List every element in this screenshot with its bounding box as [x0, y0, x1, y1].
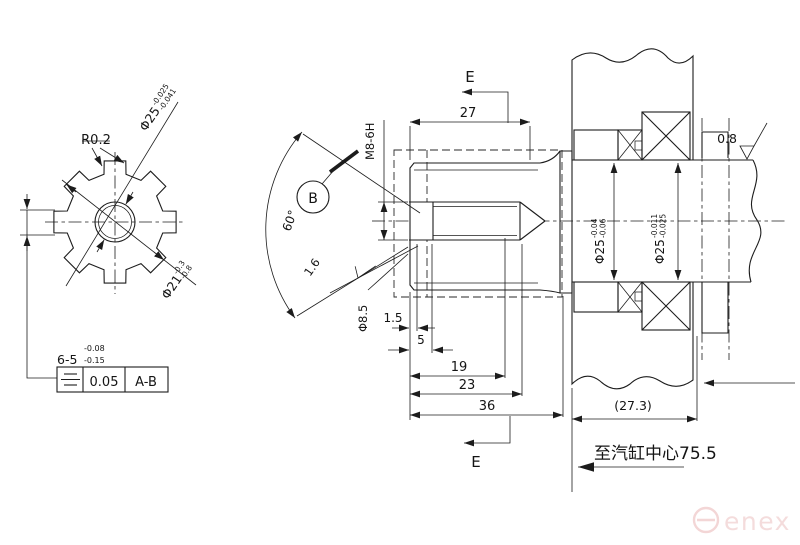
- cam-gear-outline: [53, 160, 177, 284]
- journal2-dia-label: Φ25: [653, 239, 667, 264]
- brand-label: enex: [724, 507, 791, 536]
- section-label-top: E: [465, 68, 474, 86]
- phantom-outline: [393, 149, 563, 298]
- width-dim-label: 6-5 -0.08 -0.15: [57, 344, 105, 367]
- dimension-36: 36: [410, 296, 564, 419]
- dim-19-label: 19: [451, 360, 468, 375]
- angle-callout: 60°: [265, 131, 421, 319]
- shaft-journal: [572, 159, 762, 283]
- tapped-hole: [409, 201, 546, 241]
- watermark: enex: [692, 506, 791, 536]
- dim-1-5-label: 1.5: [383, 311, 402, 325]
- journal1-tol-lower: -0.06: [599, 218, 608, 238]
- brand-logo-icon: [692, 506, 720, 534]
- section-cut-top: E: [462, 68, 509, 123]
- od-dia-label: Φ21 -0.3 -0.8: [158, 259, 194, 302]
- cylinder-center-label: 至汽缸中心75.5: [594, 443, 717, 464]
- journal1-dia-label: Φ25: [593, 239, 607, 264]
- fcf-datum: A-B: [135, 375, 157, 390]
- dimension-19: 19: [410, 238, 506, 380]
- drill-dia-callout: Φ8.5: [356, 253, 409, 332]
- width-tol-upper: -0.08: [84, 344, 105, 353]
- dim-27-label: 27: [460, 106, 477, 121]
- width-dim-value: 6-5: [57, 352, 77, 367]
- crankcase-wall-top: [571, 48, 694, 161]
- oil-seal-top: [573, 129, 643, 161]
- dim-36-label: 36: [479, 399, 496, 414]
- symmetry-symbol-icon: [61, 373, 80, 386]
- surface-roughness-label: 0.8: [717, 131, 737, 146]
- dimension-5: 5: [388, 244, 453, 354]
- dim-5-label: 5: [417, 333, 425, 347]
- radius-label: R0.2: [81, 133, 111, 148]
- thread-spec-label: M8-6H: [363, 123, 377, 160]
- bore-roughness-callout: 1.6: [301, 245, 419, 294]
- section-cut-bottom: E: [464, 416, 511, 471]
- od-dia-leader: [61, 179, 197, 286]
- detail-b-target-edge: [328, 149, 360, 174]
- crankcase-bearing-view: Φ25 -0.04 -0.06 Φ25 -0.011 -0.025 0.8: [571, 48, 795, 492]
- journal2-tol-lower: -0.025: [659, 214, 668, 238]
- fcf-tolerance: 0.05: [90, 375, 119, 390]
- dimension-27: 27: [409, 106, 531, 160]
- spacer-outline: [701, 118, 730, 360]
- drill-dia-label: Φ8.5: [356, 305, 370, 332]
- bore-dia-label: Φ25 -0.025 -0.041: [136, 82, 178, 134]
- bore-roughness-label: 1.6: [301, 256, 323, 279]
- left-end-view: R0.2 Φ25 -0.025 -0.041 Φ21 -0.3 -0.8 6-: [20, 82, 197, 393]
- journal2-dimension: Φ25 -0.011 -0.025: [650, 163, 682, 280]
- journal1-dimension: Φ25 -0.04 -0.06: [590, 163, 618, 280]
- dim-23-label: 23: [459, 378, 476, 393]
- bore-dia-leader: [65, 101, 179, 287]
- crankcase-wall-bottom: [571, 281, 694, 390]
- surface-roughness-callout: 0.8: [717, 122, 768, 160]
- journal2-tol-upper: -0.011: [650, 214, 659, 238]
- shaft-section-view: 60° B M8-6H 1.6: [265, 68, 788, 471]
- detail-label: B: [308, 191, 318, 207]
- ball-bearing-bottom: [634, 281, 691, 331]
- width-dimension: [20, 194, 57, 379]
- detail-b-callout: B: [296, 149, 360, 214]
- roughness-check-icon: [354, 265, 376, 279]
- dimension-23: 23: [410, 244, 523, 398]
- feature-control-frame: 0.05 A-B: [56, 366, 169, 393]
- thread-callout: M8-6H: [363, 120, 408, 241]
- ball-bearing-top: [634, 111, 691, 161]
- break-line: [748, 159, 762, 283]
- fillet-radius-callout: R0.2: [81, 133, 125, 167]
- section-label-bottom: E: [471, 453, 480, 471]
- dimension-1-5: 1.5: [383, 244, 435, 420]
- dimension-27-3: (27.3): [572, 336, 795, 423]
- oil-seal-bottom: [573, 281, 643, 313]
- cylinder-center-note: 至汽缸中心75.5: [571, 388, 717, 492]
- angle-label: 60°: [280, 208, 300, 233]
- center-bore-outer: [94, 201, 136, 243]
- dim-27-3-label: (27.3): [614, 398, 652, 413]
- journal1-tol-upper: -0.04: [590, 218, 599, 238]
- width-tol-lower: -0.15: [84, 356, 105, 365]
